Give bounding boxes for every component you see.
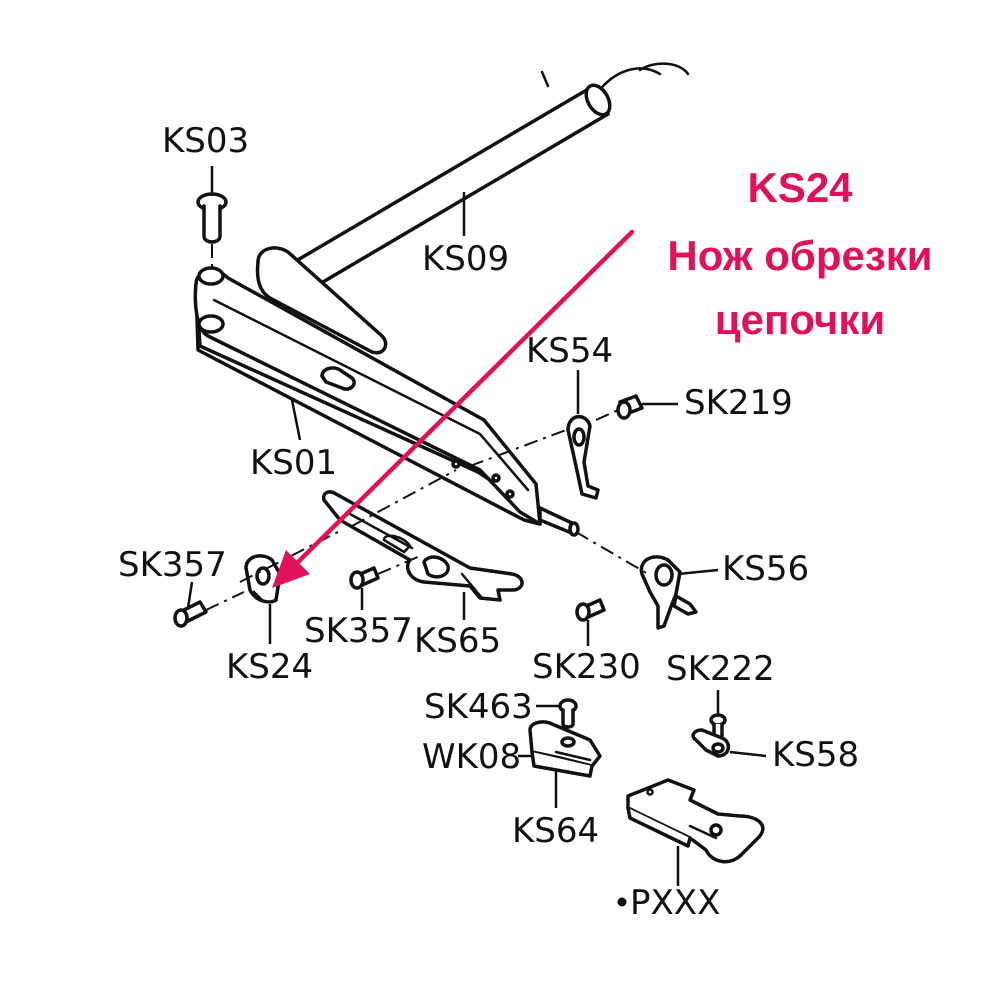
part-ks01-lever — [193, 266, 580, 537]
label-sk357-left: SK357 — [118, 545, 227, 585]
part-sk357-screw-mid — [349, 566, 380, 590]
label-sk219: SK219 — [684, 383, 793, 423]
part-pxxx-foot — [626, 778, 765, 864]
label-ks64: KS64 — [512, 811, 599, 851]
label-pxxx: PXXX — [630, 883, 720, 923]
part-sk463-screw — [558, 698, 578, 729]
label-ks24: KS24 — [226, 647, 313, 687]
label-ks56: KS56 — [722, 549, 809, 589]
label-ks03: KS03 — [162, 121, 249, 161]
highlight-annotation: KS24 Нож обрезки цепочки — [272, 164, 933, 588]
label-sk463: SK463 — [424, 687, 533, 727]
bullet-pxxx — [617, 897, 627, 907]
annotation-line1: Нож обрезки — [667, 232, 932, 279]
part-ks65-plate — [321, 490, 524, 602]
highlight-arrow-line — [293, 229, 635, 567]
label-ks01: KS01 — [250, 443, 337, 483]
part-ks56-bracket — [639, 555, 698, 630]
label-ks54: KS54 — [526, 331, 613, 371]
leader-lines — [186, 166, 767, 886]
label-sk230: SK230 — [532, 647, 641, 687]
label-sk222: SK222 — [666, 649, 775, 689]
part-ks24-knife — [244, 554, 282, 604]
highlight-arrow-head — [272, 550, 310, 588]
part-ks09-shaft — [255, 62, 690, 355]
label-ks09: KS09 — [422, 239, 509, 279]
part-ks58-washer — [691, 728, 731, 758]
part-labels: KS03 KS09 KS01 KS54 SK219 SK357 KS24 SK3… — [118, 121, 859, 923]
part-sk230-screw — [575, 598, 606, 622]
label-wk08: WK08 — [422, 737, 521, 777]
part-ks03-pin — [196, 192, 228, 244]
part-ks54-bracket — [566, 415, 600, 500]
part-sk219-screw — [616, 394, 644, 420]
label-sk357-mid: SK357 — [304, 611, 413, 651]
annotation-line2: цепочки — [715, 296, 885, 343]
annotation-code: KS24 — [747, 164, 853, 211]
label-ks65: KS65 — [414, 621, 501, 661]
label-ks58: KS58 — [772, 735, 859, 775]
part-sk357-screw-left — [173, 600, 208, 628]
part-ks64-block — [528, 720, 602, 778]
